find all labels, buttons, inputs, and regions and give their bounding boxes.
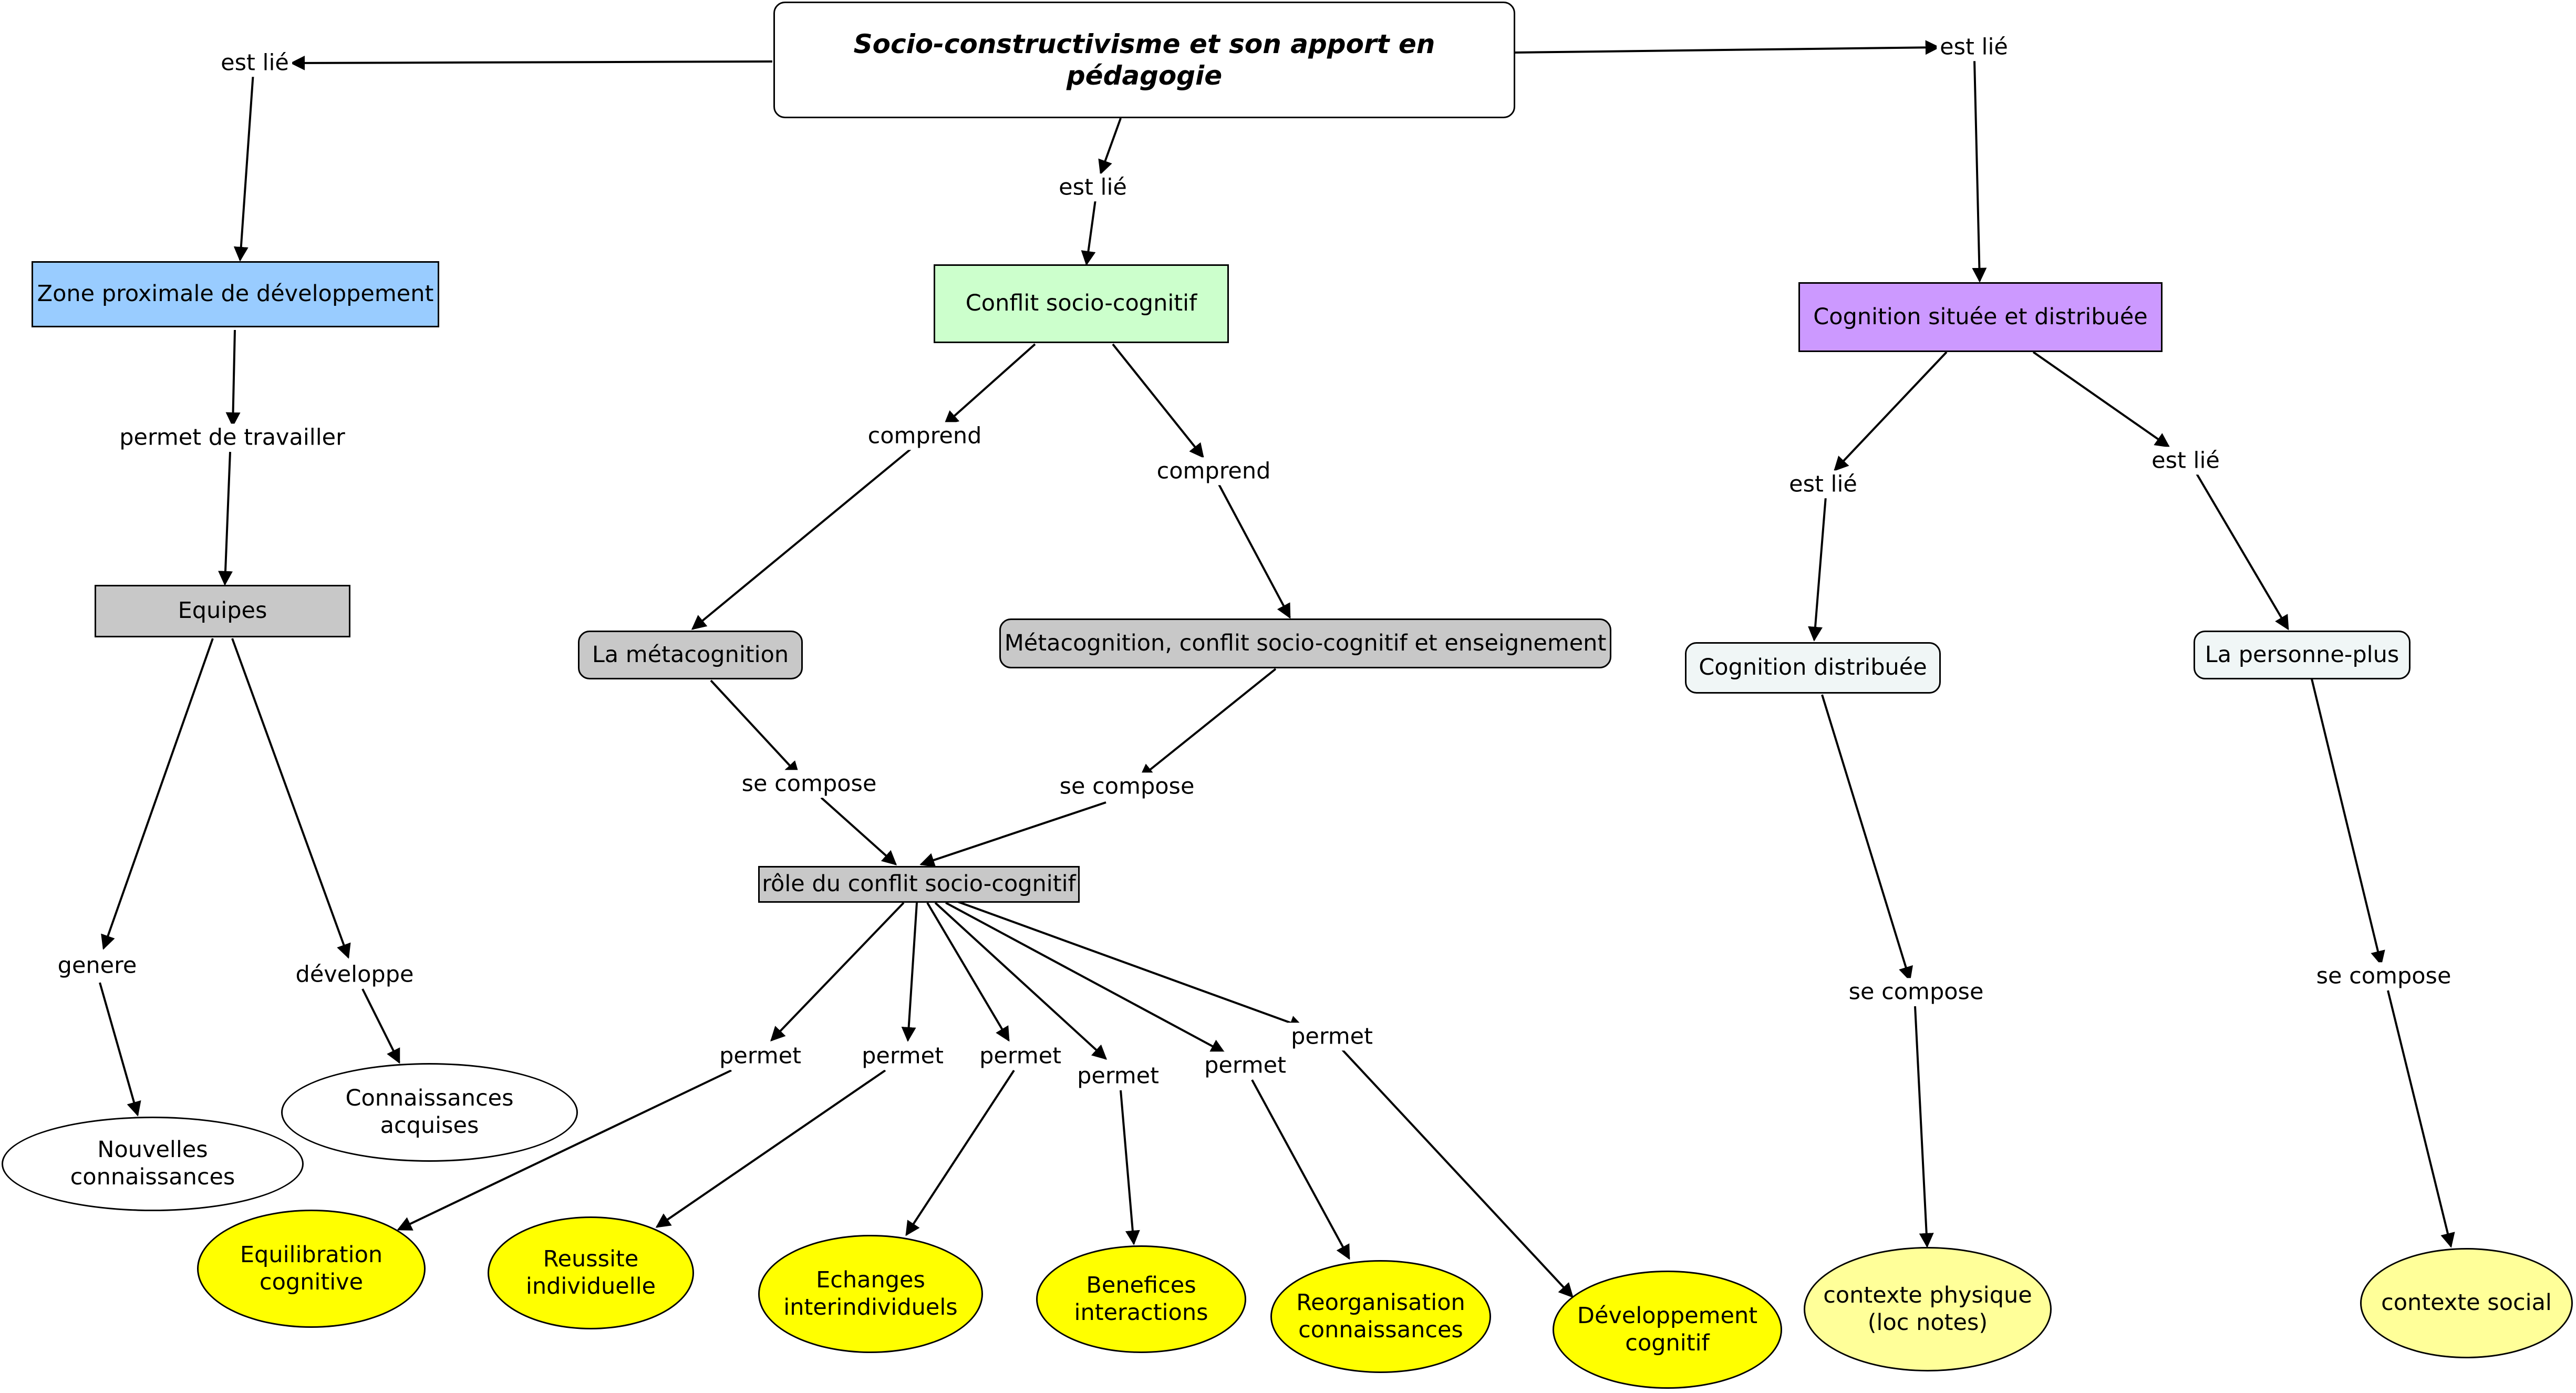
link-est-lie-pp: est lié <box>2148 447 2223 475</box>
link-est-lie-cd: est lié <box>1786 470 1860 499</box>
metacognition-node[interactable]: La métacognition <box>578 631 803 679</box>
nouvelles-node[interactable]: Nouvelles connaissances <box>2 1117 304 1211</box>
edge-title-to-est-lie-center <box>1098 118 1122 175</box>
edge-permet-3-to-echanges <box>905 1069 1015 1236</box>
edge-personne-plus-to-se-compose-4 <box>2311 678 2385 966</box>
link-se-compose-3: se compose <box>1845 978 1987 1006</box>
edge-role-to-permet-6 <box>956 900 1305 1030</box>
edge-role-to-permet-3 <box>926 902 1010 1042</box>
edge-role-to-permet-2 <box>901 902 918 1042</box>
link-comprend-2: comprend <box>1153 457 1274 486</box>
contexte-social-node[interactable]: contexte social <box>2360 1248 2573 1358</box>
equipes-node[interactable]: Equipes <box>95 585 350 637</box>
cog-distrib-node[interactable]: Cognition distribuée <box>1685 642 1941 694</box>
echanges-node[interactable]: Echanges interindividuels <box>758 1235 983 1353</box>
link-comprend-1: comprend <box>864 422 985 450</box>
edge-se-compose-4-to-contexte-social <box>2387 990 2455 1248</box>
reorganisation-node[interactable]: Reorganisation connaissances <box>1270 1260 1491 1373</box>
edge-est-lie-right-to-cognition <box>1972 60 1987 283</box>
title-node[interactable]: Socio-constructivisme et son apport en p… <box>773 2 1515 118</box>
edge-equipes-to-developpe <box>231 638 351 959</box>
edge-permet-4-to-benefices <box>1120 1090 1140 1245</box>
edge-permet-1-to-equilibration <box>397 1069 732 1231</box>
edge-permet-6-to-developpement <box>1341 1049 1574 1298</box>
link-se-compose-1: se compose <box>738 770 880 798</box>
edge-est-lie-left-to-zpd <box>233 72 254 262</box>
link-genere: genere <box>54 952 140 980</box>
edge-title-to-est-lie-right <box>1514 40 1940 55</box>
edge-role-to-permet-5 <box>945 902 1226 1054</box>
edge-permet-2-to-reussite <box>655 1069 886 1228</box>
edge-se-compose-3-to-contexte-physique <box>1914 1006 1934 1248</box>
edge-conflit-to-comprend-1 <box>943 343 1036 426</box>
edge-se-compose-1-to-role <box>820 797 897 865</box>
link-permet-1: permet <box>716 1042 804 1070</box>
acquises-node[interactable]: Connaissances acquises <box>281 1063 578 1162</box>
link-est-lie-left: est lié <box>218 49 292 77</box>
personne-plus-node[interactable]: La personne-plus <box>2194 631 2411 679</box>
edge-permet-to-equipes <box>218 451 233 586</box>
link-developpe: développe <box>292 961 417 989</box>
edge-cognition-to-est-lie-pp <box>2032 351 2170 448</box>
edge-role-to-permet-4 <box>934 902 1108 1060</box>
edge-role-to-permet-1 <box>770 902 905 1042</box>
link-est-lie-right: est lié <box>1937 33 2011 61</box>
edge-est-lie-center-to-conflit <box>1081 199 1096 266</box>
edge-est-lie-cd-to-cog-distrib <box>1808 496 1827 642</box>
edge-cog-distrib-to-se-compose-3 <box>1821 694 1913 982</box>
link-permet-3: permet <box>976 1042 1064 1070</box>
contexte-physique-node[interactable]: contexte physique (loc notes) <box>1804 1247 2052 1371</box>
edge-est-lie-pp-to-personne-plus <box>2195 472 2289 631</box>
benefices-node[interactable]: Benefices interactions <box>1036 1245 1246 1353</box>
link-permet-6: permet <box>1288 1023 1376 1051</box>
edge-meta-conflit-to-se-compose-2 <box>1139 668 1277 779</box>
conflit-node[interactable]: Conflit socio-cognitif <box>934 264 1229 343</box>
edge-conflit-to-comprend-2 <box>1112 343 1204 459</box>
link-se-compose-4: se compose <box>2313 962 2455 990</box>
edge-se-compose-2-to-role <box>919 801 1106 868</box>
link-permet-4: permet <box>1074 1062 1162 1090</box>
edge-comprend-2-to-meta-conflit <box>1218 484 1291 619</box>
edge-title-to-est-lie-left <box>290 55 773 70</box>
link-permet-de-travailler: permet de travailler <box>116 424 348 452</box>
link-est-lie-center: est lié <box>1056 173 1130 202</box>
meta-conflit-node[interactable]: Métacognition, conflit socio-cognitif et… <box>999 618 1611 668</box>
reussite-node[interactable]: Reussite individuelle <box>488 1216 694 1329</box>
edge-permet-5-to-reorganisation <box>1251 1079 1350 1260</box>
link-se-compose-2: se compose <box>1056 772 1198 801</box>
link-permet-5: permet <box>1201 1051 1289 1080</box>
role-node[interactable]: rôle du conflit socio-cognitif <box>758 866 1080 903</box>
edge-comprend-1-to-metacognition <box>691 448 912 630</box>
edge-zpd-to-permet <box>225 329 241 427</box>
edge-genere-to-nouvelles <box>99 982 141 1117</box>
link-permet-2: permet <box>858 1042 947 1070</box>
edge-cognition-to-est-lie-cd <box>1834 351 1948 472</box>
developpement-node[interactable]: Développement cognitif <box>1553 1271 1782 1389</box>
cognition-node[interactable]: Cognition située et distribuée <box>1798 282 2163 352</box>
zpd-node[interactable]: Zone proximale de développement <box>32 261 439 327</box>
edge-developpe-to-acquises <box>361 988 400 1064</box>
edge-metacognition-to-se-compose-1 <box>710 679 800 777</box>
equilibration-node[interactable]: Equilibration cognitive <box>197 1210 426 1328</box>
edge-equipes-to-genere <box>101 638 214 950</box>
